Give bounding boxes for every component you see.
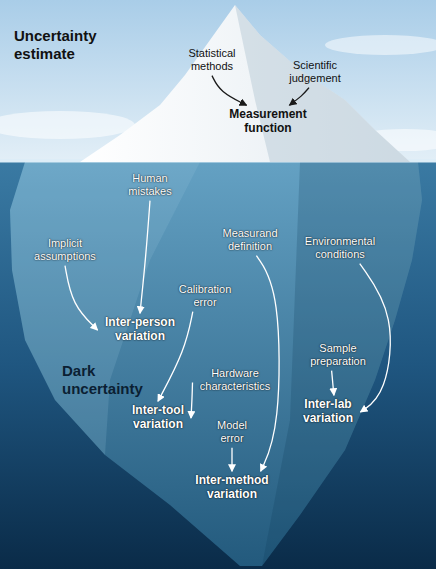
cause-label: Model error: [213, 419, 251, 444]
cause-label: Measurand definition: [218, 227, 282, 252]
node-text: Inter-tool variation: [131, 404, 185, 432]
ice-facet: [10, 162, 200, 455]
variation-label: Inter-tool variation: [128, 404, 188, 432]
ice-shadow: [262, 162, 422, 566]
cause-arrow: [212, 76, 247, 106]
source-label: Scientific judgement: [285, 59, 345, 84]
function-label: Measurement function: [225, 108, 311, 136]
node-text: Hardware characteristics: [199, 367, 272, 392]
node-text: Measurand definition: [221, 227, 279, 252]
underwater-ice: [10, 162, 422, 566]
cause-label: Implicit assumptions: [30, 237, 100, 262]
variation-label: Inter-method variation: [191, 474, 273, 502]
cause-arrow: [231, 448, 232, 472]
section-label: Uncertainty estimate: [12, 27, 101, 63]
node-text: Measurement function: [228, 108, 308, 136]
cause-arrow: [65, 266, 98, 330]
node-text: Inter-method variation: [194, 474, 270, 502]
node-text: Scientific judgement: [288, 59, 342, 84]
cause-label: Sample preparation: [306, 342, 370, 367]
cause-arrow: [290, 88, 310, 106]
node-text: Sample preparation: [309, 342, 367, 367]
tip-shade: [235, 5, 410, 162]
cause-arrow: [332, 371, 334, 396]
section-label: Dark uncertainty: [60, 362, 147, 398]
cloud: [0, 111, 135, 139]
iceberg-tip: [80, 5, 410, 162]
node-text: Environmental conditions: [304, 235, 377, 260]
node-text: Statistical methods: [187, 47, 237, 72]
cause-arrow: [256, 256, 279, 472]
cause-label: Calibration error: [175, 283, 236, 308]
node-text: Model error: [216, 419, 248, 444]
cause-arrow: [191, 383, 193, 418]
node-text: Inter-person variation: [104, 316, 177, 344]
node-text: Inter-lab variation: [302, 398, 355, 426]
cause-arrow: [360, 264, 391, 412]
cause-label: Hardware characteristics: [196, 367, 275, 392]
cause-label: Human mistakes: [124, 172, 176, 197]
node-text: Human mistakes: [127, 172, 173, 197]
node-text: Calibration error: [178, 283, 233, 308]
cloud: [325, 35, 436, 55]
cause-arrow: [140, 201, 150, 314]
cause-label: Environmental conditions: [301, 235, 380, 260]
sea: [0, 162, 436, 569]
variation-label: Inter-person variation: [101, 316, 180, 344]
source-label: Statistical methods: [184, 47, 240, 72]
variation-label: Inter-lab variation: [299, 398, 358, 426]
node-text: Implicit assumptions: [33, 237, 97, 262]
